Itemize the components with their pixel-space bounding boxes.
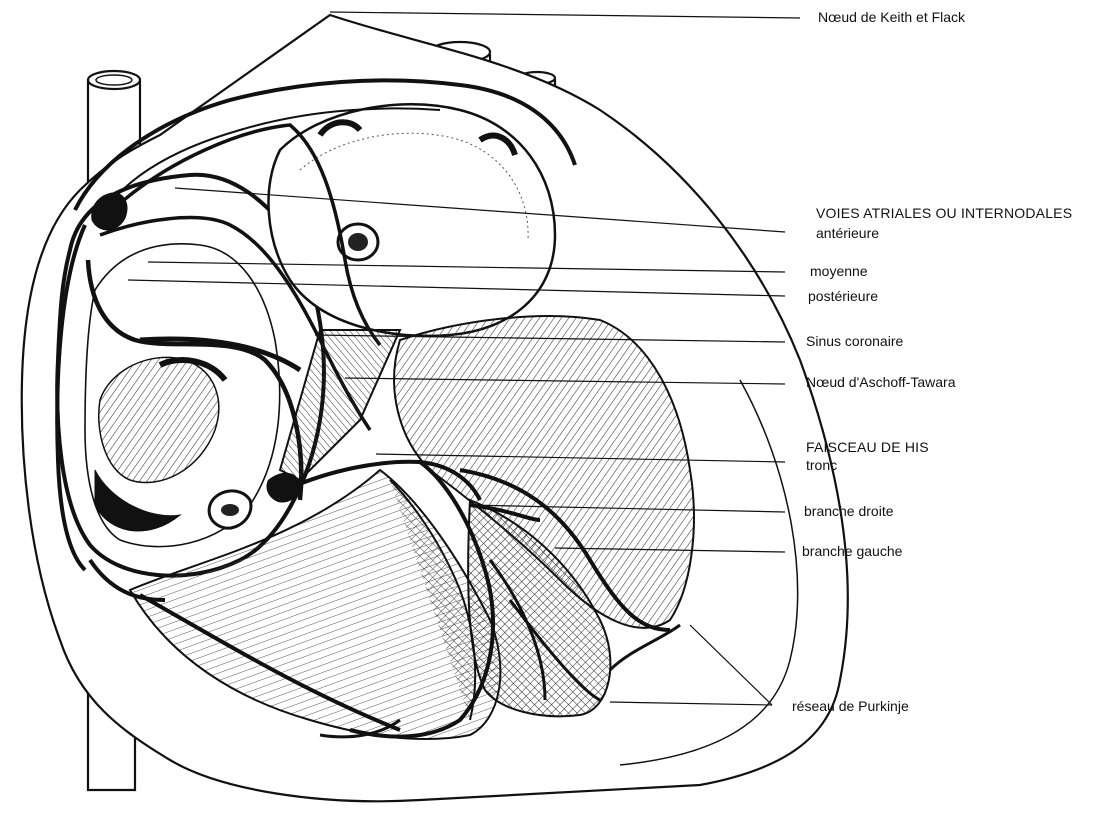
label-right-bundle-branch: branche droite	[804, 504, 894, 518]
label-middle-pathway: moyenne	[810, 264, 868, 278]
label-his-bundle-heading: FAISCEAU DE HIS	[806, 440, 929, 454]
label-aschoff-tawara-node: Nœud d'Aschoff-Tawara	[806, 375, 955, 389]
label-internodal-pathways-heading: VOIES ATRIALES OU INTERNODALES	[816, 206, 1072, 220]
left-atrium	[269, 104, 555, 336]
label-coronary-sinus: Sinus coronaire	[806, 334, 903, 348]
label-his-trunk: tronc	[806, 458, 837, 472]
label-left-bundle-branch: branche gauche	[802, 544, 902, 558]
label-anterior-pathway: antérieure	[816, 226, 879, 240]
label-keith-flack-node: Nœud de Keith et Flack	[818, 10, 965, 24]
label-posterior-pathway: postérieure	[808, 289, 878, 303]
label-purkinje-network: réseau de Purkinje	[792, 699, 909, 713]
